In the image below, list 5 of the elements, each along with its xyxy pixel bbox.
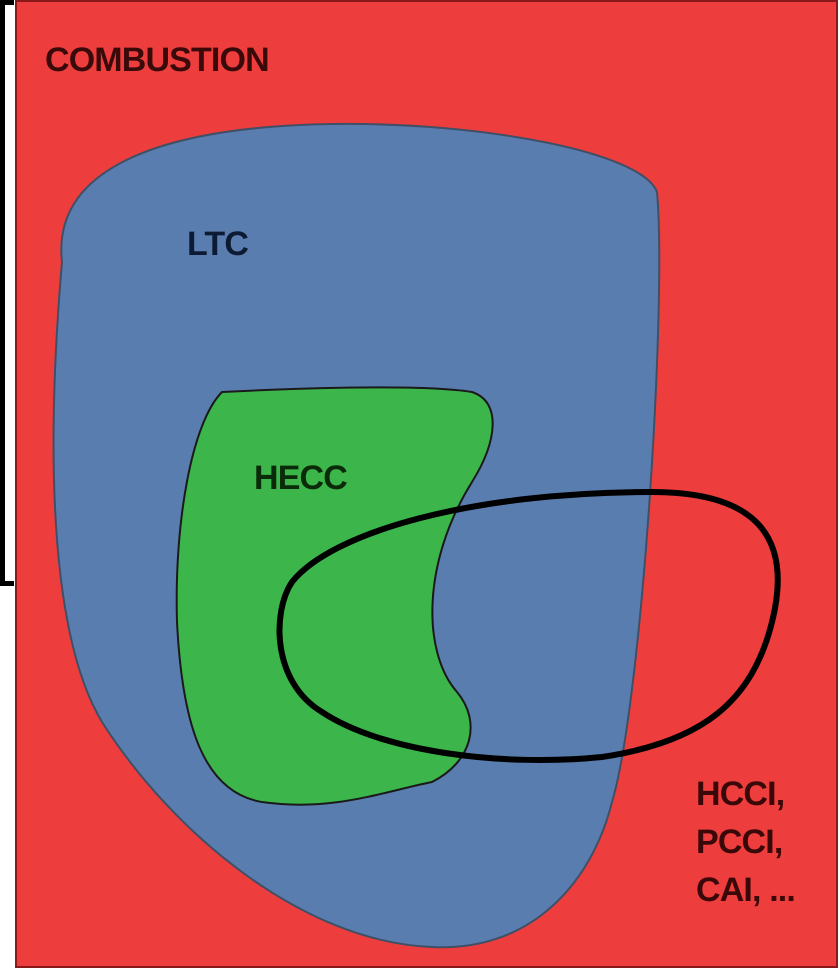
region-label: COMBUSTION [45, 40, 270, 81]
region-label: HECC [254, 458, 348, 499]
region-label: LTC [187, 224, 250, 265]
combustion-region [15, 0, 838, 968]
region-label: HCCI, PCCI, CAI, ... [696, 774, 796, 911]
